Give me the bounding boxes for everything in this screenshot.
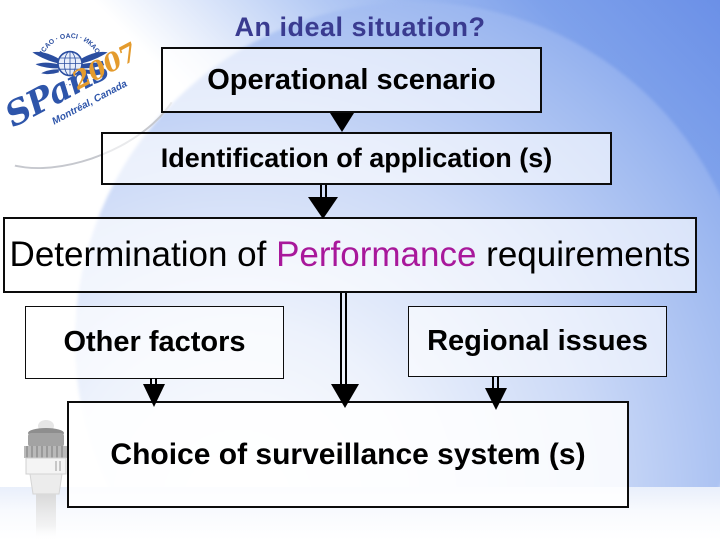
arrow-shaft <box>150 378 157 385</box>
arrow-down-icon <box>330 113 354 132</box>
control-tower-icon <box>24 420 68 540</box>
conference-logo: ICAO · OACI · ИКАО · • · • · • · <box>0 0 150 165</box>
flow-box-label: Identification of application (s) <box>160 143 553 173</box>
flow-box-regional-issues: Regional issues <box>408 306 667 377</box>
emblem-globe-icon <box>57 50 83 77</box>
arrow-down-icon <box>485 388 507 410</box>
flow-box-label: Choice of surveillance system (s) <box>110 437 586 471</box>
flow-box-choice-of-system: Choice of surveillance system (s) <box>67 401 629 508</box>
slide-title: An ideal situation? <box>234 12 486 42</box>
arrow-shaft <box>340 293 347 385</box>
flow-box-label: Regional issues <box>427 325 648 357</box>
arrow-down-icon <box>331 384 359 408</box>
arrow-shaft <box>492 377 499 389</box>
flow-box-label-highlight: Performance <box>276 235 477 274</box>
flow-box-determination: Determination of Performance requirement… <box>3 217 697 293</box>
flow-box-identification: Identification of application (s) <box>101 132 612 185</box>
flow-box-operational-scenario: Operational scenario <box>161 47 542 113</box>
emblem-wings-icon <box>32 51 108 75</box>
flow-box-other-factors: Other factors <box>25 306 284 379</box>
svg-text:· • · • · • ·: · • · • · • · <box>58 80 82 88</box>
flow-box-label: Other factors <box>63 326 246 358</box>
flow-box-label: Operational scenario <box>207 63 496 96</box>
flow-box-label-prefix: Determination of <box>9 235 277 274</box>
arrow-shaft <box>320 185 327 199</box>
arrow-down-icon <box>143 384 165 407</box>
emblem-arc-bottom-decoration: · • · • · • · <box>58 80 82 88</box>
arrow-down-icon <box>308 197 338 219</box>
icao-emblem-icon: ICAO · OACI · ИКАО · • · • · • · <box>32 33 108 88</box>
flow-box-label-suffix: requirements <box>476 235 691 274</box>
